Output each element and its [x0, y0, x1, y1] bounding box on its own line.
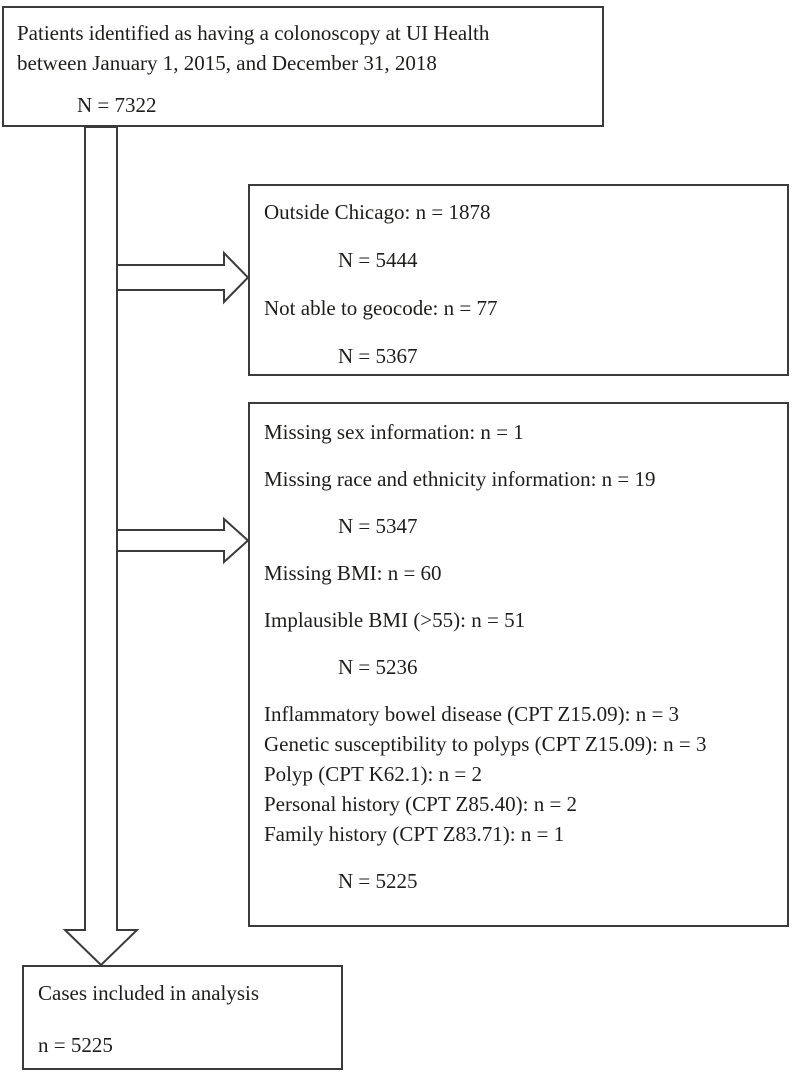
final-line-1: Cases included in analysis [38, 981, 260, 1005]
n-after-outside-chicago: N = 5444 [338, 248, 418, 272]
clinical-exclusion-box: Missing sex information: n = 1 Missing r… [248, 402, 789, 927]
n-after-geocode: N = 5367 [338, 344, 418, 368]
exclusion-missing-race-ethnicity: Missing race and ethnicity information: … [264, 467, 656, 491]
exclusion-outside-chicago: Outside Chicago: n = 1878 [264, 200, 491, 224]
right-arrow-to-clinical-exclusions [116, 516, 250, 565]
source-n-total: N = 7322 [77, 93, 157, 117]
source-line-1: Patients identified as having a colonosc… [17, 21, 490, 45]
n-after-clinical: N = 5225 [338, 869, 418, 893]
n-after-bmi: N = 5236 [338, 655, 418, 679]
exclusion-family-history: Family history (CPT Z83.71): n = 1 [264, 822, 565, 846]
exclusion-genetic-susceptibility: Genetic susceptibility to polyps (CPT Z1… [264, 732, 707, 756]
final-analysis-box: Cases included in analysis n = 5225 [22, 965, 343, 1070]
n-after-demographics: N = 5347 [338, 514, 418, 538]
exclusion-not-geocoded: Not able to geocode: n = 77 [264, 296, 498, 320]
right-arrow-to-geocode-exclusions [116, 250, 250, 305]
exclusion-missing-sex: Missing sex information: n = 1 [264, 420, 524, 444]
geocode-exclusion-box: Outside Chicago: n = 1878 N = 5444 Not a… [248, 184, 789, 376]
final-n: n = 5225 [38, 1033, 113, 1057]
exclusion-ibd: Inflammatory bowel disease (CPT Z15.09):… [264, 702, 680, 726]
exclusion-missing-bmi: Missing BMI: n = 60 [264, 561, 442, 585]
source-population-box: Patients identified as having a colonosc… [2, 6, 604, 127]
exclusion-polyp: Polyp (CPT K62.1): n = 2 [264, 762, 482, 786]
source-line-2: between January 1, 2015, and December 31… [17, 51, 437, 75]
down-arrow [62, 126, 140, 967]
exclusion-personal-history: Personal history (CPT Z85.40): n = 2 [264, 792, 578, 816]
exclusion-implausible-bmi: Implausible BMI (>55): n = 51 [264, 608, 526, 632]
